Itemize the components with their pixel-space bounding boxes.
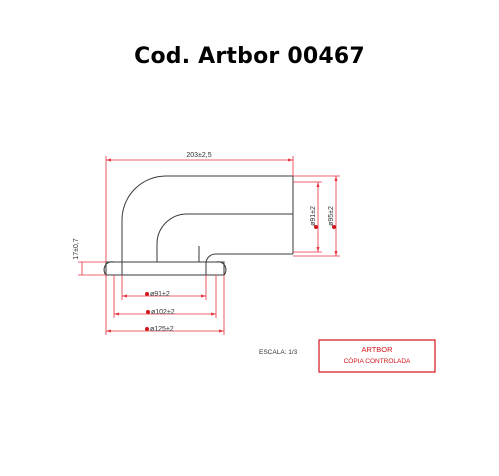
label-outlet-inner-diameter: ø91±2 (310, 206, 317, 226)
arrow-inlet-inner-right (201, 294, 206, 298)
stamp-line-1: ARTBOR (361, 345, 393, 354)
arrow-overall-left (106, 158, 111, 162)
marker-inlet-mid (146, 310, 150, 314)
elbow-outer-contour (121, 175, 293, 262)
arrow-outlet-outer-top (334, 176, 338, 181)
arrow-outlet-inner-top (316, 182, 320, 187)
label-inlet-mid-diameter: ø102±2 (151, 309, 175, 316)
label-markers (145, 225, 336, 331)
outlet-bottom-edge (205, 253, 293, 263)
flange-right-lip (215, 261, 227, 276)
arrow-outlet-inner-bot (316, 247, 320, 252)
elbow-inner-contour (156, 213, 293, 262)
arrow-inlet-mid-right (211, 312, 216, 316)
flange-left-lip (103, 261, 115, 276)
dimension-arrows (106, 158, 338, 333)
controlled-copy-stamp: ARTBOR CÓPIA CONTROLADA (318, 339, 436, 373)
label-inlet-inner-diameter: ø91±2 (150, 291, 170, 298)
marker-flange-outer (145, 327, 149, 331)
arrow-overall-right (288, 158, 293, 162)
marker-outlet-outer (332, 225, 336, 229)
stamp-border (318, 339, 436, 373)
label-flange-height: 17±0,7 (73, 238, 80, 259)
dimension-lines (78, 156, 340, 335)
marker-outlet-inner (314, 225, 318, 229)
label-overall-length: 203±2,5 (186, 152, 211, 159)
label-flange-outer-diameter: ø125±2 (150, 326, 174, 333)
elbow-part-outline (103, 175, 294, 276)
arrow-inlet-mid-left (114, 312, 119, 316)
stamp-line-2: CÓPIA CONTROLADA (344, 356, 411, 365)
scale-label: ESCALA: 1/3 (259, 349, 298, 356)
flange-base (105, 261, 225, 276)
arrow-inlet-inner-left (122, 294, 127, 298)
arrow-flange-outer-right (219, 329, 224, 333)
page-title: Cod. Artbor 00467 (134, 44, 365, 69)
marker-inlet-inner (145, 292, 149, 296)
label-outlet-outer-diameter: ø95±2 (328, 206, 335, 226)
arrow-outlet-outer-bot (334, 251, 338, 256)
arrow-flange-outer-left (106, 329, 111, 333)
